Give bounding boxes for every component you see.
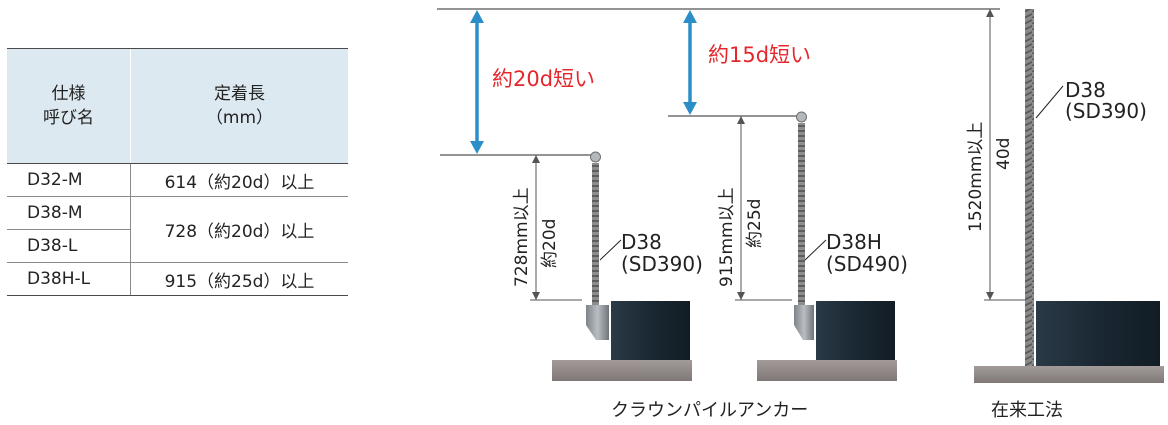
ground-slab <box>552 360 692 381</box>
row-name: D32-M <box>7 163 131 197</box>
diff-arrow-20d <box>470 10 484 154</box>
header-spec-line2: 呼び名 <box>43 108 94 128</box>
rebar-d38 <box>592 163 599 305</box>
dim-728mm: 728mm以上 <box>512 187 532 287</box>
dim-1520mm: 1520mm以上 <box>966 122 986 232</box>
header-length: 定着長 （mm） <box>130 48 348 164</box>
table-row: D38H-L 915（約25d）以上 <box>7 262 348 296</box>
ground-slab <box>757 360 897 381</box>
bar-head <box>796 111 807 123</box>
dim-40d: 40d <box>994 138 1014 170</box>
row-length: 728（約20d）以上 <box>130 196 348 263</box>
header-length-line1: 定着長 <box>214 84 265 104</box>
label-d38h: D38H <box>826 230 882 254</box>
row-length: 915（約25d）以上 <box>130 262 348 296</box>
row-name: D38-M <box>7 196 131 230</box>
anchor-plate <box>586 305 609 340</box>
dim-25d: 約25d <box>745 199 765 248</box>
rebar-d38h <box>798 123 805 305</box>
spec-table: 仕様 呼び名 定着長 （mm） D32-M 614（約20d）以上 D38-M … <box>7 48 348 296</box>
diff-label-20d: 約20d短い <box>492 67 595 91</box>
label-sd390: (SD390) <box>621 252 703 276</box>
header-spec: 仕様 呼び名 <box>7 48 131 164</box>
table-row: D32-M 614（約20d）以上 <box>7 163 348 197</box>
pile-body <box>1036 301 1160 366</box>
caption-crown-pile-anchor: クラウンパイルアンカー <box>611 400 808 421</box>
label-conv-d38: D38 <box>1065 78 1106 102</box>
anchor-d38-assembly: 728mm以上 約20d D38 (SD390) <box>512 151 703 381</box>
anchor-plate <box>794 305 814 340</box>
diff-arrow-15d <box>683 10 697 115</box>
dim-20d: 約20d <box>540 219 560 268</box>
rebar-conventional <box>1025 9 1034 366</box>
label-conv-sd390: (SD390) <box>1065 99 1147 123</box>
ground-slab <box>974 366 1164 383</box>
table-row: D38-L <box>7 229 348 263</box>
bar-head <box>590 151 601 163</box>
reference-lines <box>437 8 1000 156</box>
label-d38: D38 <box>621 230 662 254</box>
row-name: D38-L <box>7 229 131 263</box>
anchor-d38h-assembly: 915mm以上 約25d D38H (SD490) <box>717 111 908 381</box>
dim-915mm: 915mm以上 <box>717 187 737 287</box>
conventional-assembly: 1520mm以上 40d D38 (SD390) <box>966 9 1164 383</box>
pile-body <box>816 301 895 360</box>
caption-conventional: 在来工法 <box>991 400 1063 421</box>
row-length: 614（約20d）以上 <box>130 163 348 197</box>
diff-label-15d: 約15d短い <box>708 43 811 67</box>
header-spec-line1: 仕様 <box>51 84 86 104</box>
row-name: D38H-L <box>7 262 131 296</box>
table-row: D38-M 728（約20d）以上 <box>7 196 348 263</box>
header-length-line2: （mm） <box>205 108 274 128</box>
label-sd490: (SD490) <box>826 252 908 276</box>
pile-body <box>611 301 690 360</box>
table-header-row: 仕様 呼び名 定着長 （mm） <box>7 48 348 164</box>
